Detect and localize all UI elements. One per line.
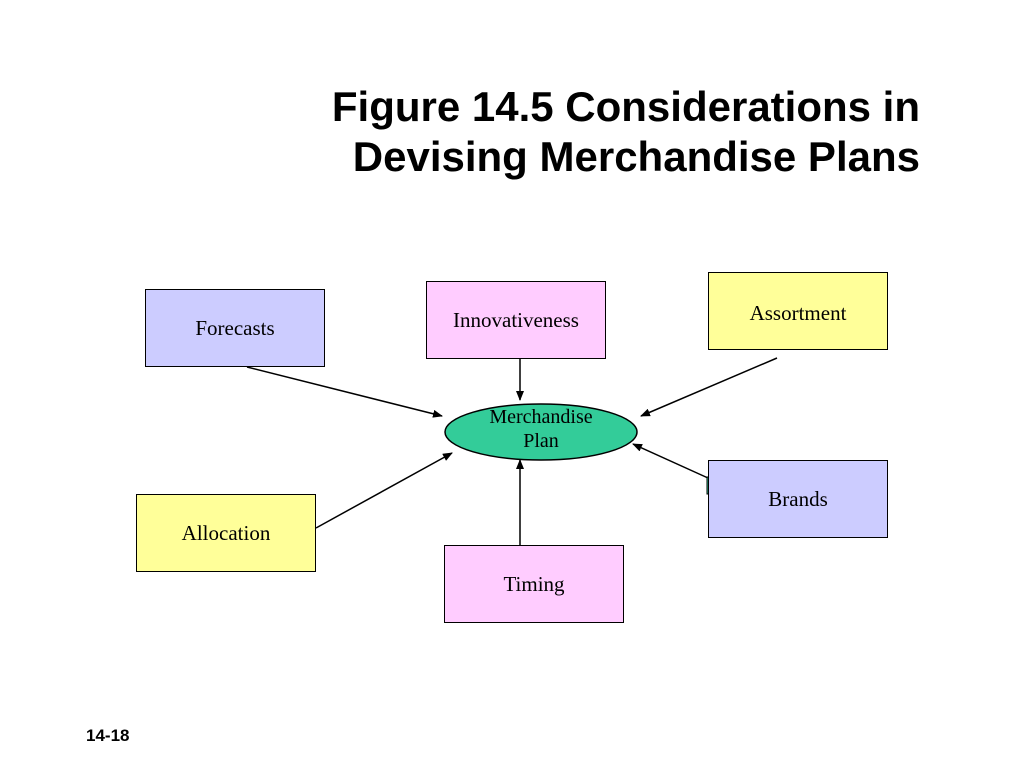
brands-box: Brands xyxy=(708,460,888,538)
timing-box: Timing xyxy=(444,545,624,623)
slide-number: 14-18 xyxy=(86,726,130,745)
forecasts-label: Forecasts xyxy=(195,315,275,340)
brands-label: Brands xyxy=(768,486,828,511)
timing-label: Timing xyxy=(503,571,565,596)
slide-title: Figure 14.5 Considerations in Devising M… xyxy=(332,82,920,182)
merchandise-plan-label: Merchandise Plan xyxy=(446,405,636,453)
innovativeness-label: Innovativeness xyxy=(453,307,579,332)
title-line-1: Figure 14.5 Considerations in xyxy=(331,83,920,130)
merchandise-plan-oval xyxy=(444,403,638,461)
arrow-allocation xyxy=(315,452,453,529)
title-line-2: Devising Merchandise Plans xyxy=(352,133,920,180)
arrow-brands xyxy=(632,443,709,479)
assortment-box: Assortment xyxy=(708,272,888,350)
merchandise-plan-line-1: Merchandise xyxy=(489,406,593,428)
innovativeness-box: Innovativeness xyxy=(426,281,606,359)
allocation-box: Allocation xyxy=(136,494,316,572)
arrow-assortment xyxy=(640,357,778,417)
arrow-forecasts xyxy=(246,366,443,418)
forecasts-box: Forecasts xyxy=(145,289,325,367)
merchandise-plan-line-2: Plan xyxy=(523,430,559,452)
assortment-label: Assortment xyxy=(749,301,847,325)
allocation-label: Allocation xyxy=(181,520,271,545)
